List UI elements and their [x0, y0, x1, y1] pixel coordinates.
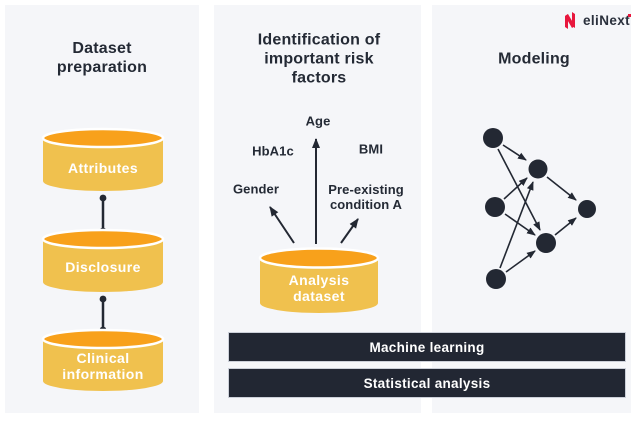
nn-input-node-1 — [483, 128, 503, 148]
risk-factor-arrows — [269, 138, 359, 244]
risk-factor-hba1c: HbA1c — [252, 143, 294, 159]
logo-accent-mark — [628, 14, 632, 17]
arrow-to-preexisting-condition — [340, 218, 359, 244]
bar-machine-learning: Machine learning — [228, 332, 626, 362]
nn-hidden-node-2 — [536, 233, 556, 253]
nn-edge-h2-o — [554, 217, 577, 236]
cylinder-label-analysis-dataset: Analysis dataset — [288, 272, 350, 304]
db-cylinder-clinical-information — [41, 328, 165, 391]
elinext-logo: eliNext — [563, 11, 632, 30]
nn-hidden-node-1 — [528, 159, 548, 179]
cylinder-label-clinical-information: Clinical information — [62, 350, 144, 382]
risk-factor-bmi: BMI — [358, 141, 384, 157]
db-connector-2 — [99, 295, 107, 334]
db-connector-1 — [99, 194, 107, 235]
risk-factor-age: Age — [305, 113, 331, 129]
cylinder-label-disclosure: Disclosure — [65, 259, 141, 275]
nn-edge-i2-h1 — [503, 177, 528, 200]
panel-title-risk-factors: Identification of important risk factors — [257, 31, 381, 87]
arrow-to-gender — [269, 206, 295, 244]
elinext-logo-text: eliNext — [583, 13, 632, 28]
nn-edge-i3-h2 — [505, 250, 536, 273]
nn-edge-i1-h2 — [497, 148, 541, 231]
db-cylinder-attributes — [41, 127, 165, 191]
nn-nodes — [483, 128, 596, 289]
elinext-logo-icon — [565, 12, 575, 29]
bar-statistical-analysis: Statistical analysis — [228, 368, 626, 398]
nn-output-node — [578, 200, 596, 218]
nn-edge-h1-o — [546, 176, 577, 201]
nn-input-node-3 — [486, 269, 506, 289]
db-cylinder-analysis-dataset — [258, 247, 380, 313]
nn-edge-i3-h1 — [499, 181, 534, 269]
nn-edge-i1-h1 — [502, 144, 527, 161]
risk-factor-gender: Gender — [232, 181, 280, 197]
panel-title-dataset-preparation: Dataset preparation — [56, 40, 148, 76]
nn-input-node-2 — [485, 197, 505, 217]
nn-edge-i2-h2 — [504, 213, 536, 236]
bar-statistical-analysis-label: Statistical analysis — [363, 375, 491, 391]
nn-edges — [497, 144, 577, 273]
risk-factor-preexisting-condition: Pre-existing condition A — [328, 182, 404, 212]
panel-title-modeling: Modeling — [498, 50, 570, 68]
db-cylinder-disclosure — [41, 228, 165, 292]
bar-machine-learning-label: Machine learning — [369, 339, 485, 355]
cylinder-label-attributes: Attributes — [67, 160, 139, 176]
